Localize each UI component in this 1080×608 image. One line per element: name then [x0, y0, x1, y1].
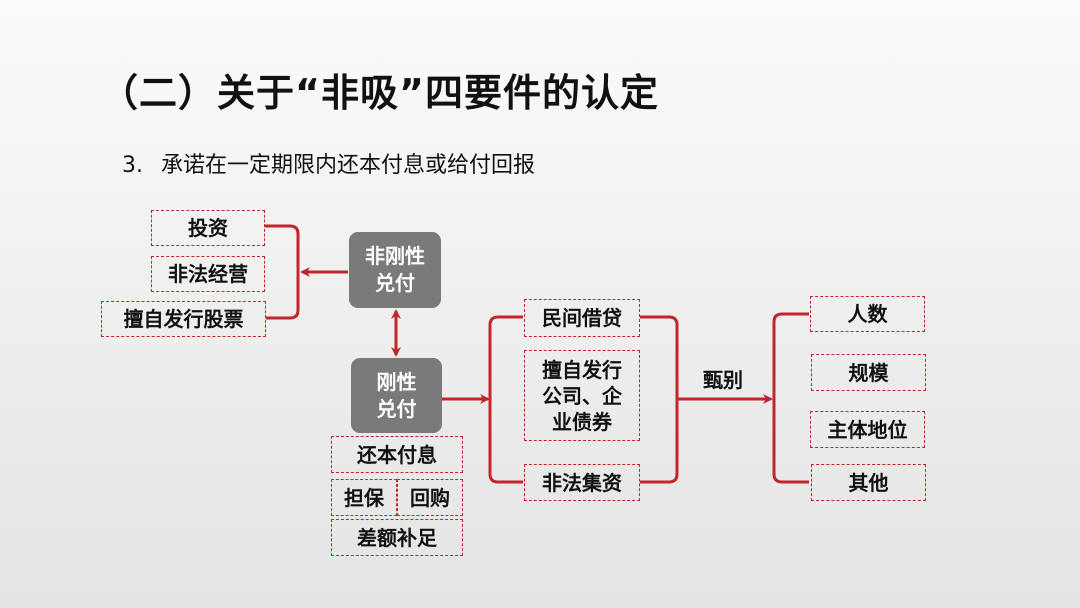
node-non-rigid-payment: 非刚性 兑付 [349, 232, 441, 308]
subtitle-number: 3. [122, 153, 143, 178]
item-unauthorized-stock: 擅自发行股票 [101, 301, 266, 337]
node-rigid-payment: 刚性 兑付 [351, 358, 442, 433]
bracket-criteria [772, 312, 809, 484]
subtitle: 3. 承诺在一定期限内还本付息或给付回报 [122, 147, 535, 179]
category-illegal-fundraising: 非法集资 [524, 464, 640, 501]
item-illegal-business: 非法经营 [151, 256, 265, 292]
item-investment: 投资 [151, 210, 265, 246]
criterion-other: 其他 [811, 464, 926, 501]
criterion-count: 人数 [810, 296, 925, 332]
item-repay: 还本付息 [331, 436, 463, 473]
subtitle-text: 承诺在一定期限内还本付息或给付回报 [161, 153, 536, 178]
category-unauthorized-bonds: 擅自发行 公司、企 业债券 [524, 350, 640, 441]
item-guarantee: 担保 [331, 479, 397, 516]
bracket-non-rigid [265, 224, 300, 320]
item-buyback: 回购 [397, 479, 463, 516]
item-top-up: 差额补足 [331, 519, 463, 556]
criterion-entity-status: 主体地位 [810, 411, 925, 448]
bracket-categories-left [488, 315, 523, 484]
page-title: （二）关于“非吸”四要件的认定 [100, 71, 659, 115]
screen-label: 甄别 [703, 368, 743, 392]
bracket-categories-right [640, 315, 679, 484]
category-private-lending: 民间借贷 [524, 299, 640, 337]
criterion-scale: 规模 [811, 354, 926, 391]
